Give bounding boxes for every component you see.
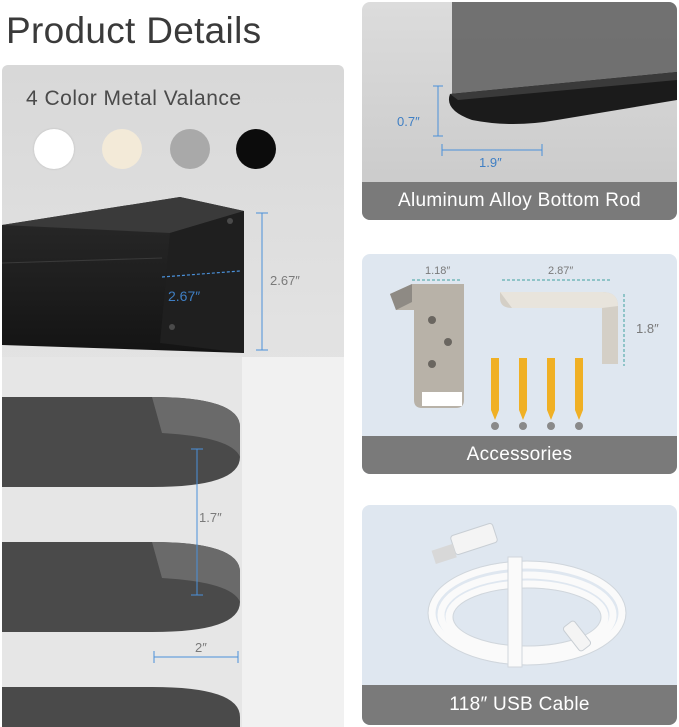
usb-cable-image bbox=[427, 522, 627, 668]
usb-cable-panel: 118″ USB Cable bbox=[362, 505, 677, 725]
fabric-spacing-dim: 1.7″ bbox=[199, 510, 222, 525]
page-title: Product Details bbox=[6, 10, 262, 51]
fabric-depth-dim: 2″ bbox=[195, 640, 207, 655]
accessory-dimension-lines bbox=[412, 279, 625, 366]
bottom-rod-caption: Aluminum Alloy Bottom Rod bbox=[362, 182, 677, 220]
swatch-cream bbox=[102, 129, 142, 169]
valance-dimension-lines bbox=[161, 212, 268, 351]
valance-panel: 4 Color Metal Valance 2.67″ 2.67″ bbox=[2, 65, 344, 727]
swatch-grey bbox=[170, 129, 210, 169]
accessories-panel: 1.18″ 2.87″ 1.8″ Accessories bbox=[362, 254, 677, 474]
bottom-rod-panel: 0.7″ 1.9″ Aluminum Alloy Bottom Rod bbox=[362, 2, 677, 220]
valance-color-label: 4 Color Metal Valance bbox=[26, 87, 242, 110]
swatch-white bbox=[34, 129, 74, 169]
accessories-caption: Accessories bbox=[362, 436, 677, 474]
swatch-black bbox=[236, 129, 276, 169]
rod-height-dim: 0.7″ bbox=[397, 114, 420, 129]
mounting-bracket-image bbox=[390, 284, 464, 408]
rod-width-dim: 1.9″ bbox=[479, 155, 502, 170]
clip-width-dim: 2.87″ bbox=[548, 265, 574, 277]
bottom-rod-dimension-lines bbox=[433, 85, 543, 156]
valance-cassette-image bbox=[2, 197, 244, 353]
bottom-rod-image bbox=[448, 2, 677, 124]
side-clip-image bbox=[500, 292, 618, 364]
fabric-dimension-lines bbox=[153, 448, 239, 663]
usb-cable-caption: 118″ USB Cable bbox=[362, 685, 677, 725]
zebra-fabric-image bbox=[2, 357, 344, 727]
clip-height-dim: 1.8″ bbox=[636, 321, 659, 336]
valance-width-dim: 2.67″ bbox=[168, 288, 201, 304]
bracket-width-dim: 1.18″ bbox=[425, 265, 451, 277]
wall-anchor-screws-image bbox=[491, 358, 583, 430]
valance-height-dim: 2.67″ bbox=[270, 273, 300, 288]
